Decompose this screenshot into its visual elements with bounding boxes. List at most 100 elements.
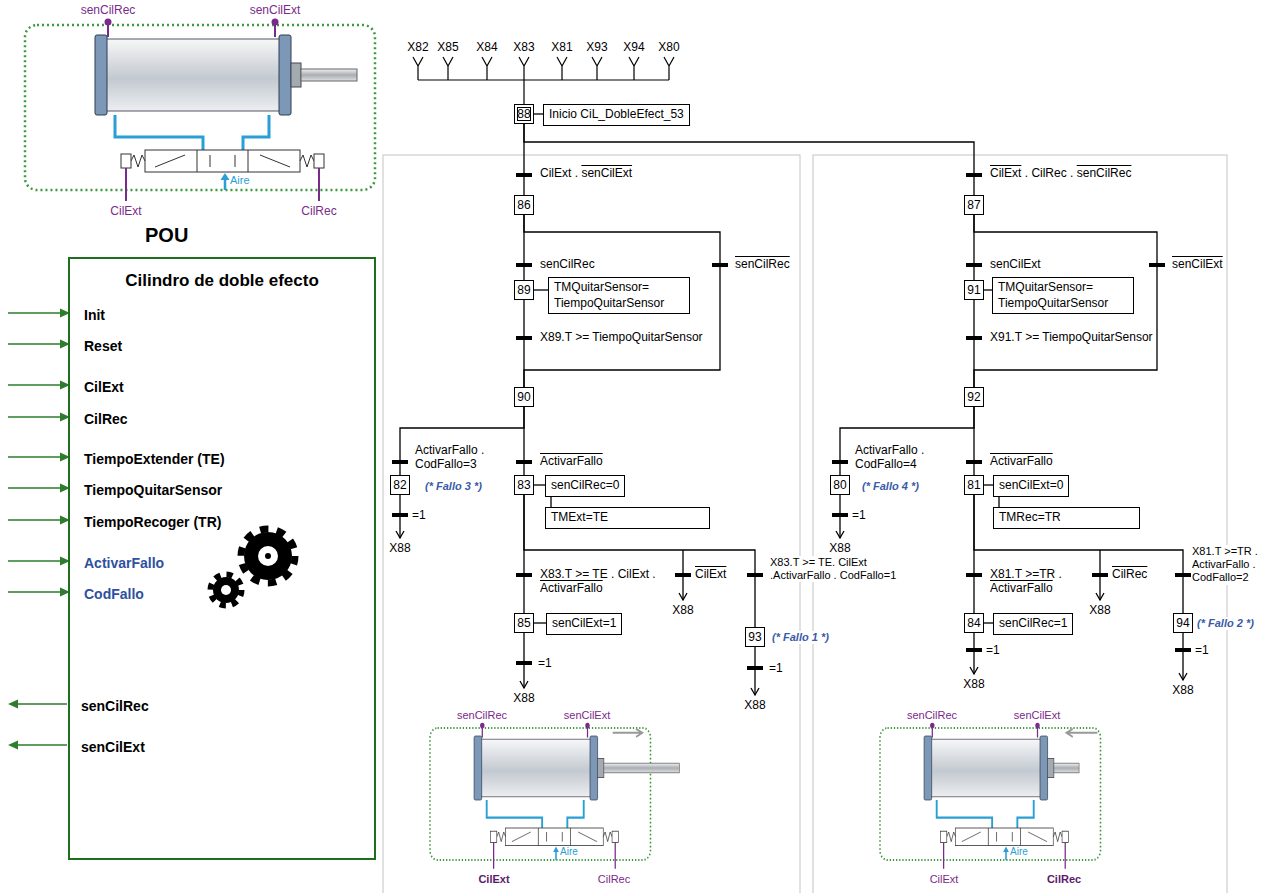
cylinder-retract bbox=[1066, 729, 1097, 737]
initial-inputs bbox=[413, 57, 674, 104]
signal-name: Aire bbox=[1010, 846, 1028, 858]
transition-condition: CilExt . senCilExt bbox=[540, 166, 632, 180]
signal-name: senCilExt bbox=[250, 3, 301, 17]
grafcet-link bbox=[974, 495, 1183, 613]
grafcet-link bbox=[998, 497, 999, 507]
jump-arrow bbox=[754, 647, 755, 695]
gear-icon bbox=[211, 575, 242, 606]
gear-icon bbox=[265, 553, 271, 559]
pin-name: senCilExt bbox=[81, 738, 145, 756]
step-number: 82 bbox=[393, 479, 406, 491]
initial-inputs bbox=[443, 57, 453, 80]
pou-pin-arrow bbox=[8, 309, 70, 750]
signal-name: senCilRec bbox=[907, 709, 957, 722]
signal-name: CilExt bbox=[930, 873, 959, 886]
grafcet-link bbox=[523, 407, 524, 475]
jump-label: X83 bbox=[513, 40, 534, 54]
step-number: 88 bbox=[517, 108, 530, 120]
jump-label: =1 bbox=[986, 643, 1000, 657]
step-box: 80 bbox=[830, 475, 850, 495]
transition-bar bbox=[1149, 263, 1165, 267]
pou-pin-arrow bbox=[8, 560, 62, 562]
jump-label: =1 bbox=[1195, 643, 1209, 657]
transition-condition: CilExt . CilRec . senCilRec bbox=[990, 166, 1131, 180]
step-box: 89 bbox=[514, 280, 534, 300]
signal-name: senCilRec bbox=[81, 3, 136, 17]
step-box: 90 bbox=[514, 387, 534, 407]
transition-condition: senCilExt bbox=[990, 257, 1041, 271]
grafcet-link bbox=[984, 289, 992, 290]
jump-label: X82 bbox=[407, 40, 428, 54]
transition-condition: ActivarFallo . CodFallo=3 bbox=[415, 443, 503, 472]
jump-arrow bbox=[523, 633, 524, 688]
step-box: 87 bbox=[964, 195, 984, 215]
step-number: 92 bbox=[967, 391, 980, 403]
gear-icon bbox=[244, 532, 292, 580]
jump-label: X88 bbox=[744, 698, 765, 712]
signal-name: Aire bbox=[560, 846, 578, 858]
jump-label: X94 bbox=[623, 40, 644, 54]
pin-name: CilRec bbox=[84, 410, 128, 428]
pou-pin-arrow bbox=[8, 416, 62, 418]
action-box: senCilRec=0 bbox=[545, 475, 625, 497]
transition-bar bbox=[712, 263, 728, 267]
jump-arrow bbox=[970, 667, 978, 674]
transition-condition: X83.T >= TE . CilExt . ActivarFallo bbox=[540, 567, 675, 596]
action-box: Inicio CiL_DobleEfect_53 bbox=[543, 104, 690, 126]
transition-bar bbox=[516, 460, 532, 464]
transition-bar bbox=[966, 573, 982, 577]
jump-label: X88 bbox=[829, 541, 850, 555]
signal-name: CilExt bbox=[478, 873, 509, 886]
step-number: 85 bbox=[517, 617, 530, 629]
signal-name: CilRec bbox=[301, 204, 336, 218]
step-number: 81 bbox=[967, 479, 980, 491]
pou-pin-arrow bbox=[8, 519, 62, 521]
grafcet-link bbox=[524, 495, 755, 627]
pin-name: TiempoQuitarSensor bbox=[84, 481, 222, 499]
transition-bar bbox=[966, 336, 982, 340]
step-box: 94 bbox=[1173, 613, 1193, 633]
panel-frame bbox=[383, 155, 800, 893]
cylinder-top bbox=[25, 19, 375, 202]
jump-label: X88 bbox=[963, 677, 984, 691]
grafcet-link bbox=[534, 113, 543, 114]
cylinder-extend bbox=[430, 723, 679, 869]
jump-arrow bbox=[973, 633, 974, 674]
step-number: 91 bbox=[967, 284, 980, 296]
jump-arrow bbox=[747, 666, 763, 670]
transition-condition: X83.T >= TE. CilExt .ActivarFallo . CodF… bbox=[770, 556, 910, 582]
jump-label: =1 bbox=[852, 508, 866, 522]
jump-label: X88 bbox=[389, 541, 410, 555]
step-number: 94 bbox=[1176, 617, 1189, 629]
step-box: 92 bbox=[964, 387, 984, 407]
gear-icon bbox=[213, 577, 239, 603]
block-title: Cilindro de doble efecto bbox=[70, 272, 374, 290]
panel-frame bbox=[813, 155, 1227, 893]
jump-label: X88 bbox=[513, 691, 534, 705]
transition-condition: senCilRec bbox=[540, 257, 595, 271]
signal-name: CilRec bbox=[598, 873, 630, 886]
pin-name: TiempoExtender (TE) bbox=[84, 450, 225, 468]
jump-arrow bbox=[1096, 593, 1104, 600]
pou-pin-arrow bbox=[8, 700, 18, 709]
jump-arrow bbox=[1179, 673, 1187, 680]
jump-label: X93 bbox=[586, 40, 607, 54]
cylinder-extend bbox=[613, 729, 643, 737]
transition-condition: X81.T >=TR . ActivarFallo bbox=[990, 567, 1090, 596]
jump-arrow bbox=[396, 531, 404, 538]
gear-icon bbox=[241, 529, 295, 583]
jump-label: X81 bbox=[551, 40, 572, 54]
step-number: 84 bbox=[967, 617, 980, 629]
initial-inputs bbox=[418, 80, 669, 104]
pou-pin-arrow bbox=[8, 456, 62, 458]
jump-label: =1 bbox=[538, 656, 552, 670]
pou-pin-arrow bbox=[8, 343, 62, 345]
action-text: TMExt=TE bbox=[551, 510, 608, 524]
cylinder-extend bbox=[430, 723, 651, 869]
jump-label: X85 bbox=[437, 40, 458, 54]
step-box: 88 bbox=[514, 104, 534, 124]
initial-inputs bbox=[519, 57, 529, 80]
jump-label: X88 bbox=[1172, 683, 1193, 697]
jump-label: CilExt bbox=[695, 567, 726, 581]
step-box: 83 bbox=[514, 475, 534, 495]
